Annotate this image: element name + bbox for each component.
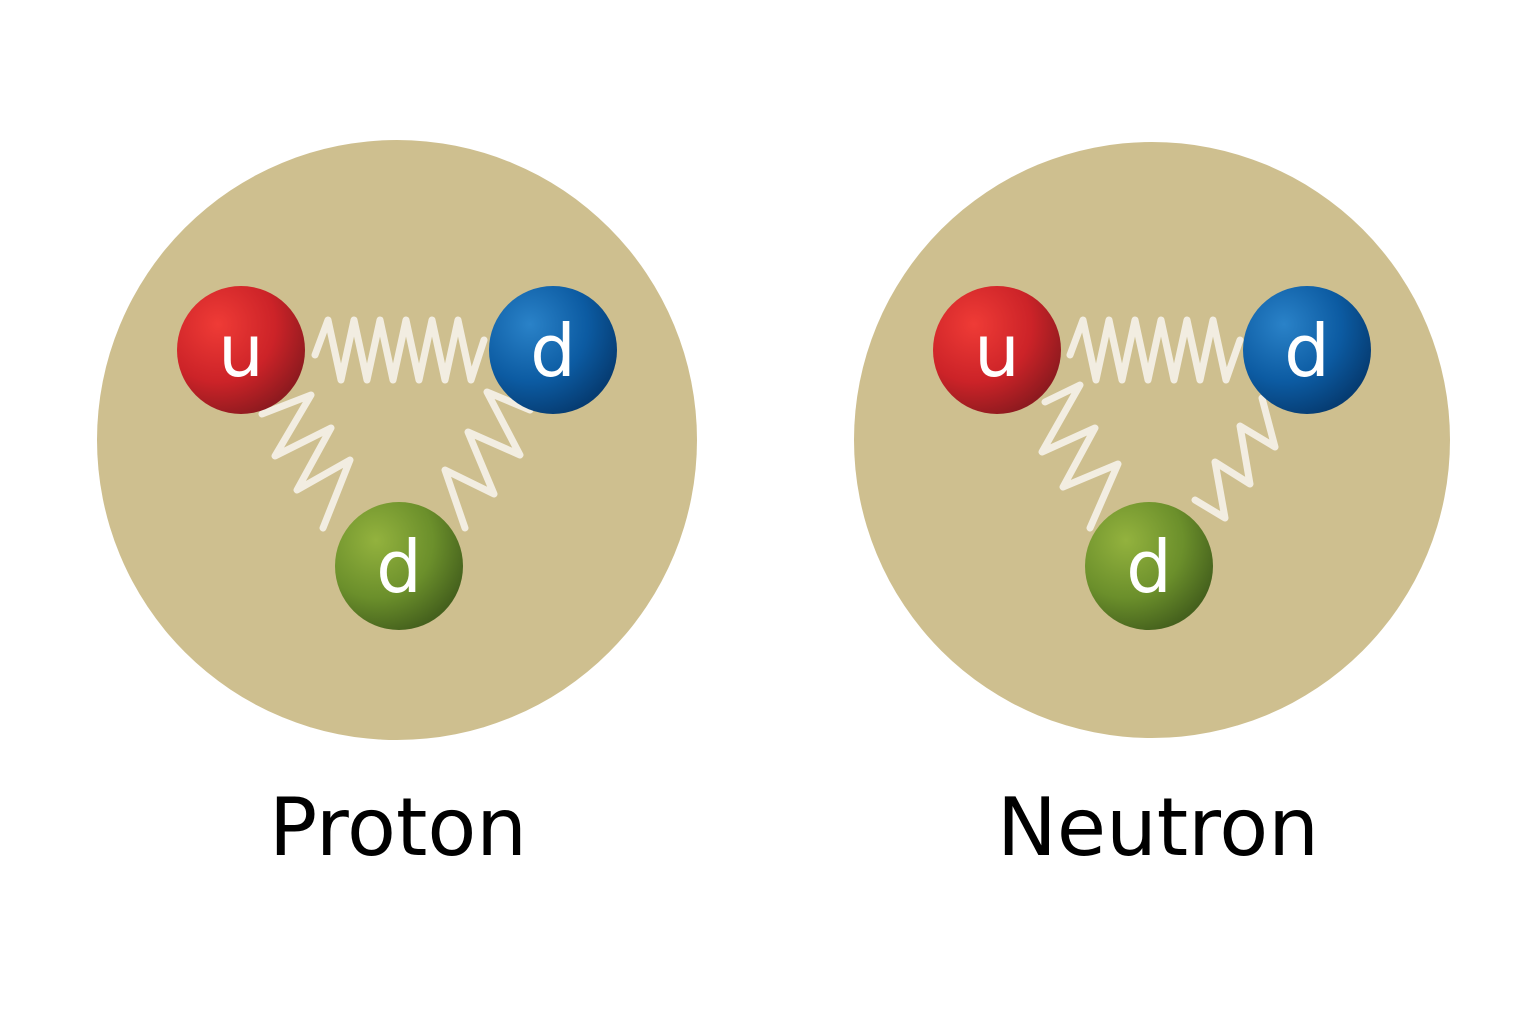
proton-body xyxy=(97,140,697,740)
proton-gluon-u-d-bottom xyxy=(258,391,354,532)
proton-gluon-d-d-bottom xyxy=(441,388,534,532)
proton-label: Proton xyxy=(269,781,527,874)
neutron-quark-up-label: u xyxy=(974,309,1020,393)
neutron-gluon-u-d xyxy=(1066,316,1244,384)
neutron-quark-down-blue xyxy=(1243,286,1371,414)
neutron-body xyxy=(854,142,1450,738)
proton-quark-up-label: u xyxy=(218,309,264,393)
neutron-quark-up xyxy=(933,286,1061,414)
neutron-diagram: u d d Neutron xyxy=(854,142,1450,874)
proton-quark-down-green-label: d xyxy=(376,525,422,609)
proton-diagram: u d d Proton xyxy=(97,140,697,874)
neutron-quark-down-blue-label: d xyxy=(1284,309,1330,393)
neutron-label: Neutron xyxy=(997,781,1319,874)
proton-quark-down-blue xyxy=(489,286,617,414)
proton-quark-down-blue-label: d xyxy=(530,309,576,393)
proton-quark-up xyxy=(177,286,305,414)
neutron-gluon-d-d-bottom xyxy=(1191,394,1279,522)
neutron-gluon-u-d-bottom xyxy=(1038,381,1122,532)
neutron-quark-down-green xyxy=(1085,502,1213,630)
proton-quark-down-green xyxy=(335,502,463,630)
proton-gluon-u-d xyxy=(311,316,488,384)
neutron-quark-down-green-label: d xyxy=(1126,525,1172,609)
